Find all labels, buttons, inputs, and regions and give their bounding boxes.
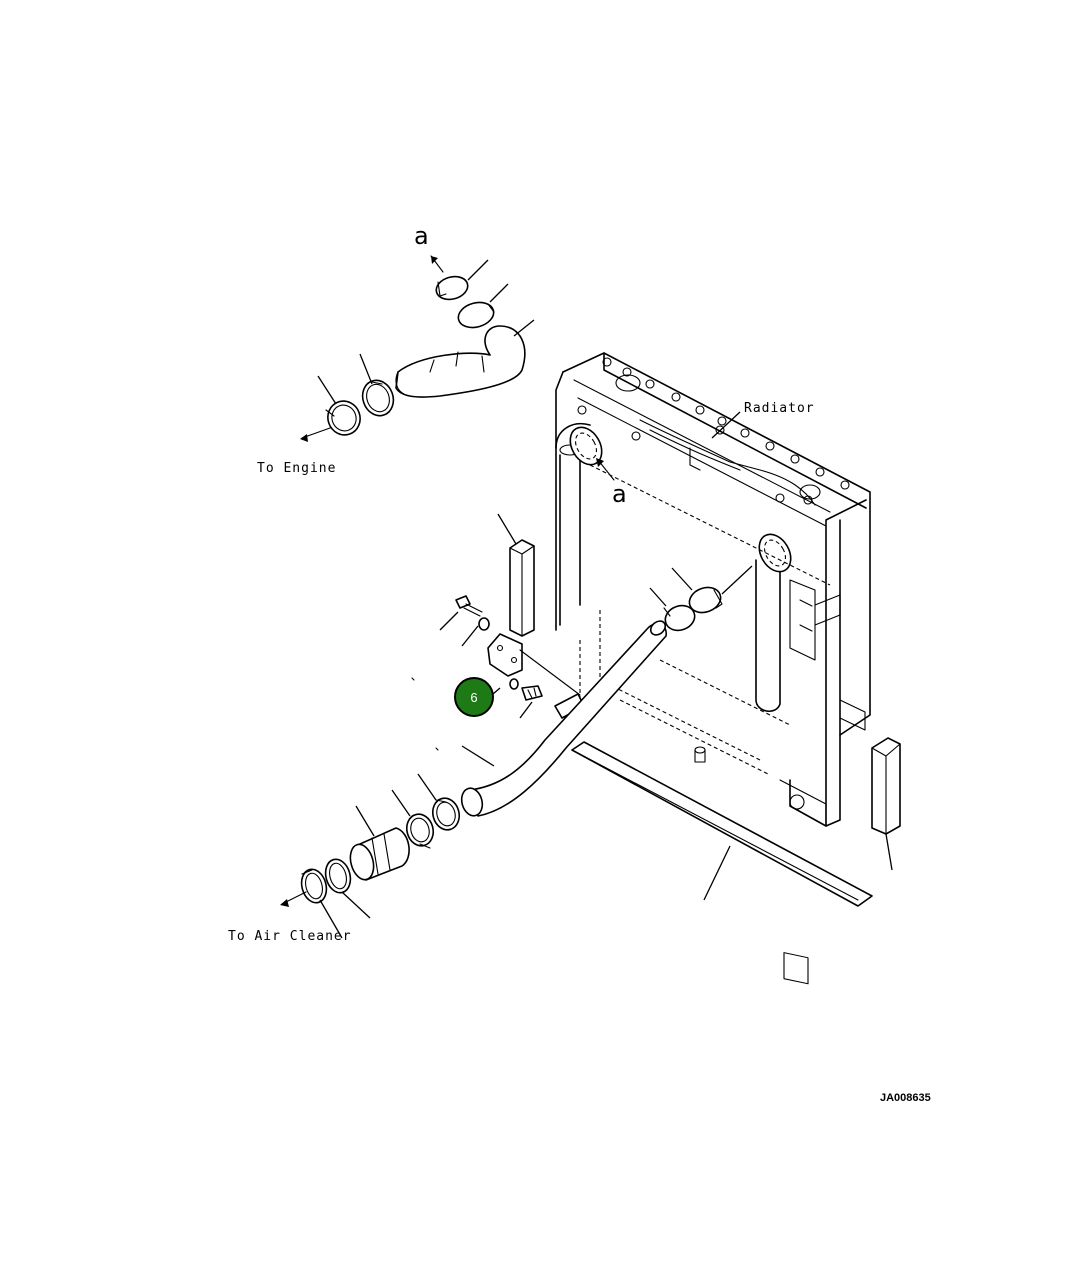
lower-pipe-group (280, 565, 753, 939)
mounting-bracket (487, 633, 523, 677)
hose-clamp-icon (457, 301, 495, 329)
upper-outlet-elbow (555, 423, 603, 466)
bottom-seal-strip (571, 741, 873, 907)
upper-hose-group (300, 255, 535, 442)
hose-clamp-icon (327, 400, 361, 436)
upper-hose (395, 325, 526, 398)
ref-a-radiator-label: a (612, 480, 627, 508)
hose-clamp-icon (361, 379, 395, 417)
bracket-hardware (439, 595, 585, 719)
ref-a-top-label: a (414, 222, 429, 250)
hose-clamp-icon (300, 868, 328, 904)
callout-6-button[interactable]: 6 (454, 677, 494, 717)
radiator-assembly (555, 352, 871, 985)
drawing-code: JA008635 (880, 1092, 931, 1104)
to-engine-label: To Engine (257, 461, 336, 476)
hose-clamp-icon (431, 797, 461, 831)
hose-clamp-icon (664, 604, 696, 632)
callout-number: 6 (470, 690, 477, 705)
to-air-cleaner-label: To Air Cleaner (228, 929, 352, 944)
hose-clamp-icon (688, 586, 722, 614)
seal-parts (497, 513, 901, 907)
lower-outlet-tube (755, 533, 792, 712)
radiator-top-bolts (577, 357, 850, 505)
hose-clamp-icon (435, 275, 469, 301)
radiator-label: Radiator (744, 401, 815, 416)
